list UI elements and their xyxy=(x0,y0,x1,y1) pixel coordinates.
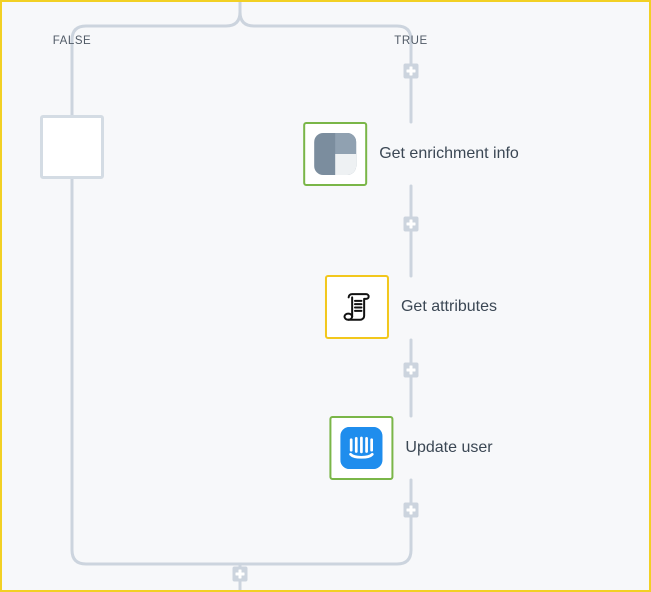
add-step-after-attributes-button[interactable] xyxy=(403,362,419,378)
node-icon-box-attributes xyxy=(324,275,389,339)
branch-label-true: TRUE xyxy=(394,35,428,47)
add-step-after-update-user-button[interactable] xyxy=(403,502,419,518)
empty-node[interactable] xyxy=(40,115,104,179)
add-step-true-top-button[interactable] xyxy=(403,63,419,79)
add-step-after-merge-button[interactable] xyxy=(232,566,248,582)
connector-true-to-merge xyxy=(238,548,413,566)
scroll-document-icon xyxy=(343,293,370,321)
enrichment-square-icon xyxy=(314,133,357,175)
intercom-logo-icon xyxy=(340,427,383,469)
node-icon-box-enrichment xyxy=(303,122,368,186)
connector-split-false xyxy=(70,10,242,117)
node-label-get-attributes: Get attributes xyxy=(400,298,498,315)
connector-false-to-merge xyxy=(70,178,242,566)
connector-split-true xyxy=(238,10,413,124)
branch-label-false: FALSE xyxy=(52,35,92,47)
node-label-update-user: Update user xyxy=(405,439,493,456)
node-label-get-enrichment-info: Get enrichment info xyxy=(379,145,519,162)
node-get-attributes[interactable]: Get attributes xyxy=(324,275,498,339)
node-get-enrichment-info[interactable]: Get enrichment info xyxy=(303,122,519,186)
node-icon-box-update-user xyxy=(329,416,394,480)
node-update-user[interactable]: Update user xyxy=(329,416,493,480)
add-step-after-enrichment-button[interactable] xyxy=(403,216,419,232)
